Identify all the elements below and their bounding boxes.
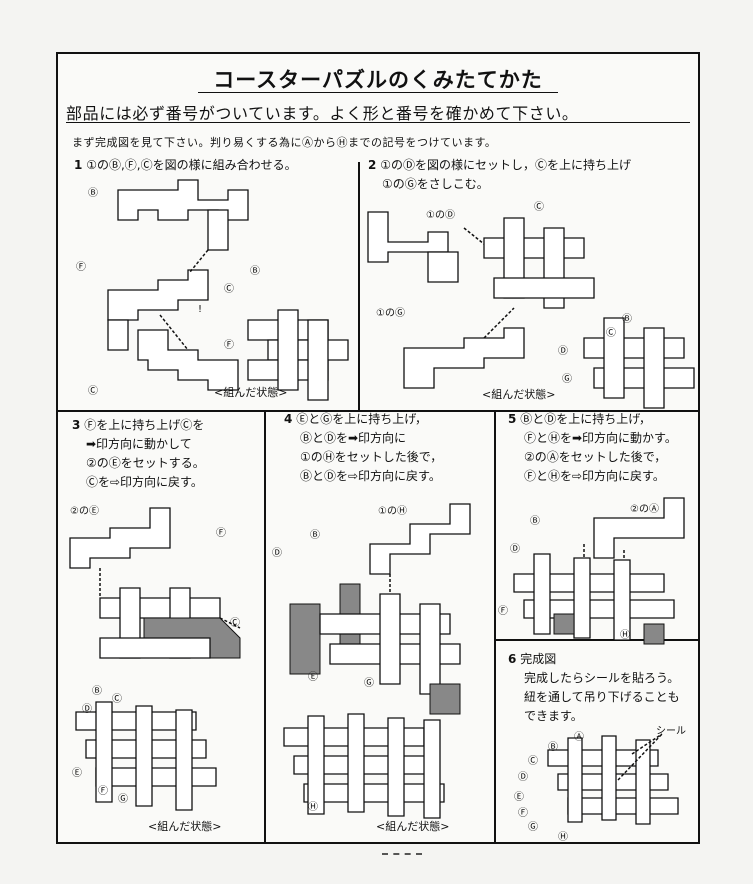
step-5-diagram [513, 497, 685, 645]
step-5-number: 5 [508, 412, 517, 426]
step-6-line-4: できます。 [524, 709, 583, 723]
step-5-line-2: ⒻとⒽを➡印方向に動かす。 [524, 431, 677, 445]
s2-assembled-label-b: Ⓑ [622, 314, 632, 325]
s1-assembled-label-f: Ⓕ [224, 340, 234, 351]
step3-step4-divider [264, 411, 266, 842]
s6-label-b: Ⓑ [548, 742, 558, 753]
subtitle-underline [66, 122, 690, 123]
s3-assembled-label-d: Ⓓ [82, 704, 92, 715]
s1-assembled-label-b: Ⓑ [250, 266, 260, 277]
s3-label-2e: ②のⒺ [70, 506, 99, 517]
step-1-caption: <組んだ状態> [214, 386, 288, 399]
s3-assembled-label-f: Ⓕ [98, 786, 108, 797]
s1-label-b: Ⓑ [88, 188, 98, 199]
step-3-text: 3 Ⓕを上に持ち上げⒸを ➡印方向に動かして ②のⒺをセットする。 Ⓒを⇨印方向… [72, 416, 205, 492]
step-4-line-1: ⒺとⒼを上に持ち上げ， [296, 412, 427, 426]
s2-label-c: Ⓒ [534, 202, 544, 213]
s3-assembled-label-b: Ⓑ [92, 686, 102, 697]
step5-step6-divider [495, 639, 698, 641]
s4-label-e: Ⓔ [308, 672, 318, 683]
step-3-line-1: Ⓕを上に持ち上げⒸを [84, 418, 205, 432]
step-3-line-2: ➡印方向に動かして [86, 437, 192, 451]
step-4-text: 4 ⒺとⒼを上に持ち上げ， ⒷとⒹを➡印方向に ①のⒽをセットした後で， ⒷとⒹ… [284, 410, 442, 486]
step1-step2-divider [358, 162, 360, 410]
s3-assembled-label-e: Ⓔ [72, 768, 82, 779]
step-4-line-3: ①のⒽをセットした後で， [300, 450, 443, 464]
s3-assembled-label-c: Ⓒ [112, 694, 122, 705]
step-1-line: ①のⒷ,Ⓕ,Ⓒを図の様に組み合わせる。 [86, 158, 297, 172]
step-6-line-3: 紐を通して吊り下げることも [524, 690, 680, 704]
s2-assembled-label-c: Ⓒ [606, 328, 616, 339]
s4-label-g: Ⓖ [364, 678, 374, 689]
s5-label-f: Ⓕ [498, 606, 508, 617]
s6-label-sticker: シール [656, 726, 686, 737]
page-title: コースターパズルのくみたてかた [213, 68, 543, 92]
s5-label-d: Ⓓ [510, 544, 520, 555]
step-6-completed-puzzle [547, 733, 679, 825]
s5-label-h: Ⓗ [620, 630, 630, 641]
step-1-text: 1 ①のⒷ,Ⓕ,Ⓒを図の様に組み合わせる。 [74, 156, 297, 175]
step-2-caption: <組んだ状態> [482, 388, 556, 401]
step-6-line-2: 完成したらシールを貼ろう。 [524, 671, 680, 685]
s6-label-h: Ⓗ [558, 832, 568, 843]
step-4-caption: <組んだ状態> [376, 820, 450, 833]
step-3-line-3: ②のⒺをセットする。 [86, 456, 205, 470]
step-1-diagram [107, 179, 349, 401]
intro-text: まず完成図を見て下さい。判り易くする為にⒶからⒽまでの記号をつけています。 [72, 136, 497, 149]
step-6-text: 6 完成図 完成したらシールを貼ろう。 紐を通して吊り下げることも できます。 [508, 650, 680, 726]
step-3-assembled [75, 701, 217, 811]
s3-assembled-label-g: Ⓖ [118, 794, 128, 805]
s6-label-c: Ⓒ [528, 756, 538, 767]
step-4-line-2: ⒷとⒹを➡印方向に [300, 431, 407, 445]
s4-label-b: Ⓑ [310, 530, 320, 541]
s6-label-f: Ⓕ [518, 808, 528, 819]
step-2-text: 2 ①のⒹを図の様にセットし，Ⓒを上に持ち上げ ①のⒼをさしこむ。 [368, 156, 631, 194]
step-6-line-1: 完成図 [520, 652, 557, 666]
step-1-number: 1 [74, 158, 83, 172]
s5-label-b: Ⓑ [530, 516, 540, 527]
step-3-line-4: Ⓒを⇨印方向に戻す。 [86, 475, 203, 489]
step-3-number: 3 [72, 418, 81, 432]
s1-warning-mark: ! [198, 304, 203, 315]
s2-assembled-label-d: Ⓓ [558, 346, 568, 357]
s1-label-c: Ⓒ [88, 386, 98, 397]
step-5-text: 5 ⒷとⒹを上に持ち上げ， ⒻとⒽを➡印方向に動かす。 ②のⒶをセットした後で，… [508, 410, 677, 486]
s1-assembled-label-c: Ⓒ [224, 284, 234, 295]
title-underline [198, 92, 558, 93]
step-2-line-1: ①のⒹを図の様にセットし，Ⓒを上に持ち上げ [380, 158, 631, 172]
step4-step5-divider [494, 411, 496, 842]
step-2-diagram [367, 211, 695, 409]
s6-label-e: Ⓔ [514, 792, 524, 803]
subtitle: 部品には必ず番号がついています。よく形と番号を確かめて下さい。 [66, 104, 579, 123]
step-4-assembled [283, 713, 445, 819]
step-5-line-3: ②のⒶをセットした後で， [524, 450, 667, 464]
step-2-line-2: ①のⒼをさしこむ。 [382, 177, 489, 191]
step-3-caption: <組んだ状態> [148, 820, 222, 833]
s6-label-g: Ⓖ [528, 822, 538, 833]
s4-label-1h: ①のⒽ [378, 506, 407, 517]
s2-label-1g: ①のⒼ [376, 308, 405, 319]
s3-label-f: Ⓕ [216, 528, 226, 539]
s4-label-d: Ⓓ [272, 548, 282, 559]
step-3-diagram [69, 507, 241, 659]
s4-label-h: Ⓗ [308, 802, 318, 813]
s2-label-1d: ①のⒹ [426, 210, 455, 221]
row1-row2-divider [58, 410, 698, 412]
step-6-number: 6 [508, 652, 517, 666]
page-marker [382, 853, 422, 855]
step-5-line-1: ⒷとⒹを上に持ち上げ， [520, 412, 651, 426]
s6-label-d: Ⓓ [518, 772, 528, 783]
s5-label-2a: ②のⒶ [630, 504, 659, 515]
step-2-number: 2 [368, 158, 377, 172]
step-4-diagram [289, 503, 471, 715]
instruction-sheet: コースターパズルのくみたてかた 部品には必ず番号がついています。よく形と番号を確… [56, 52, 700, 844]
s3-label-c: Ⓒ [230, 618, 240, 629]
step-5-line-4: ⒻとⒽを⇨印方向に戻す。 [524, 469, 665, 483]
s6-label-a: Ⓐ [574, 732, 584, 743]
step-4-number: 4 [284, 412, 293, 426]
step-4-line-4: ⒷとⒹを⇨印方向に戻す。 [300, 469, 441, 483]
s1-label-f: Ⓕ [76, 262, 86, 273]
s2-assembled-label-g: Ⓖ [562, 374, 572, 385]
